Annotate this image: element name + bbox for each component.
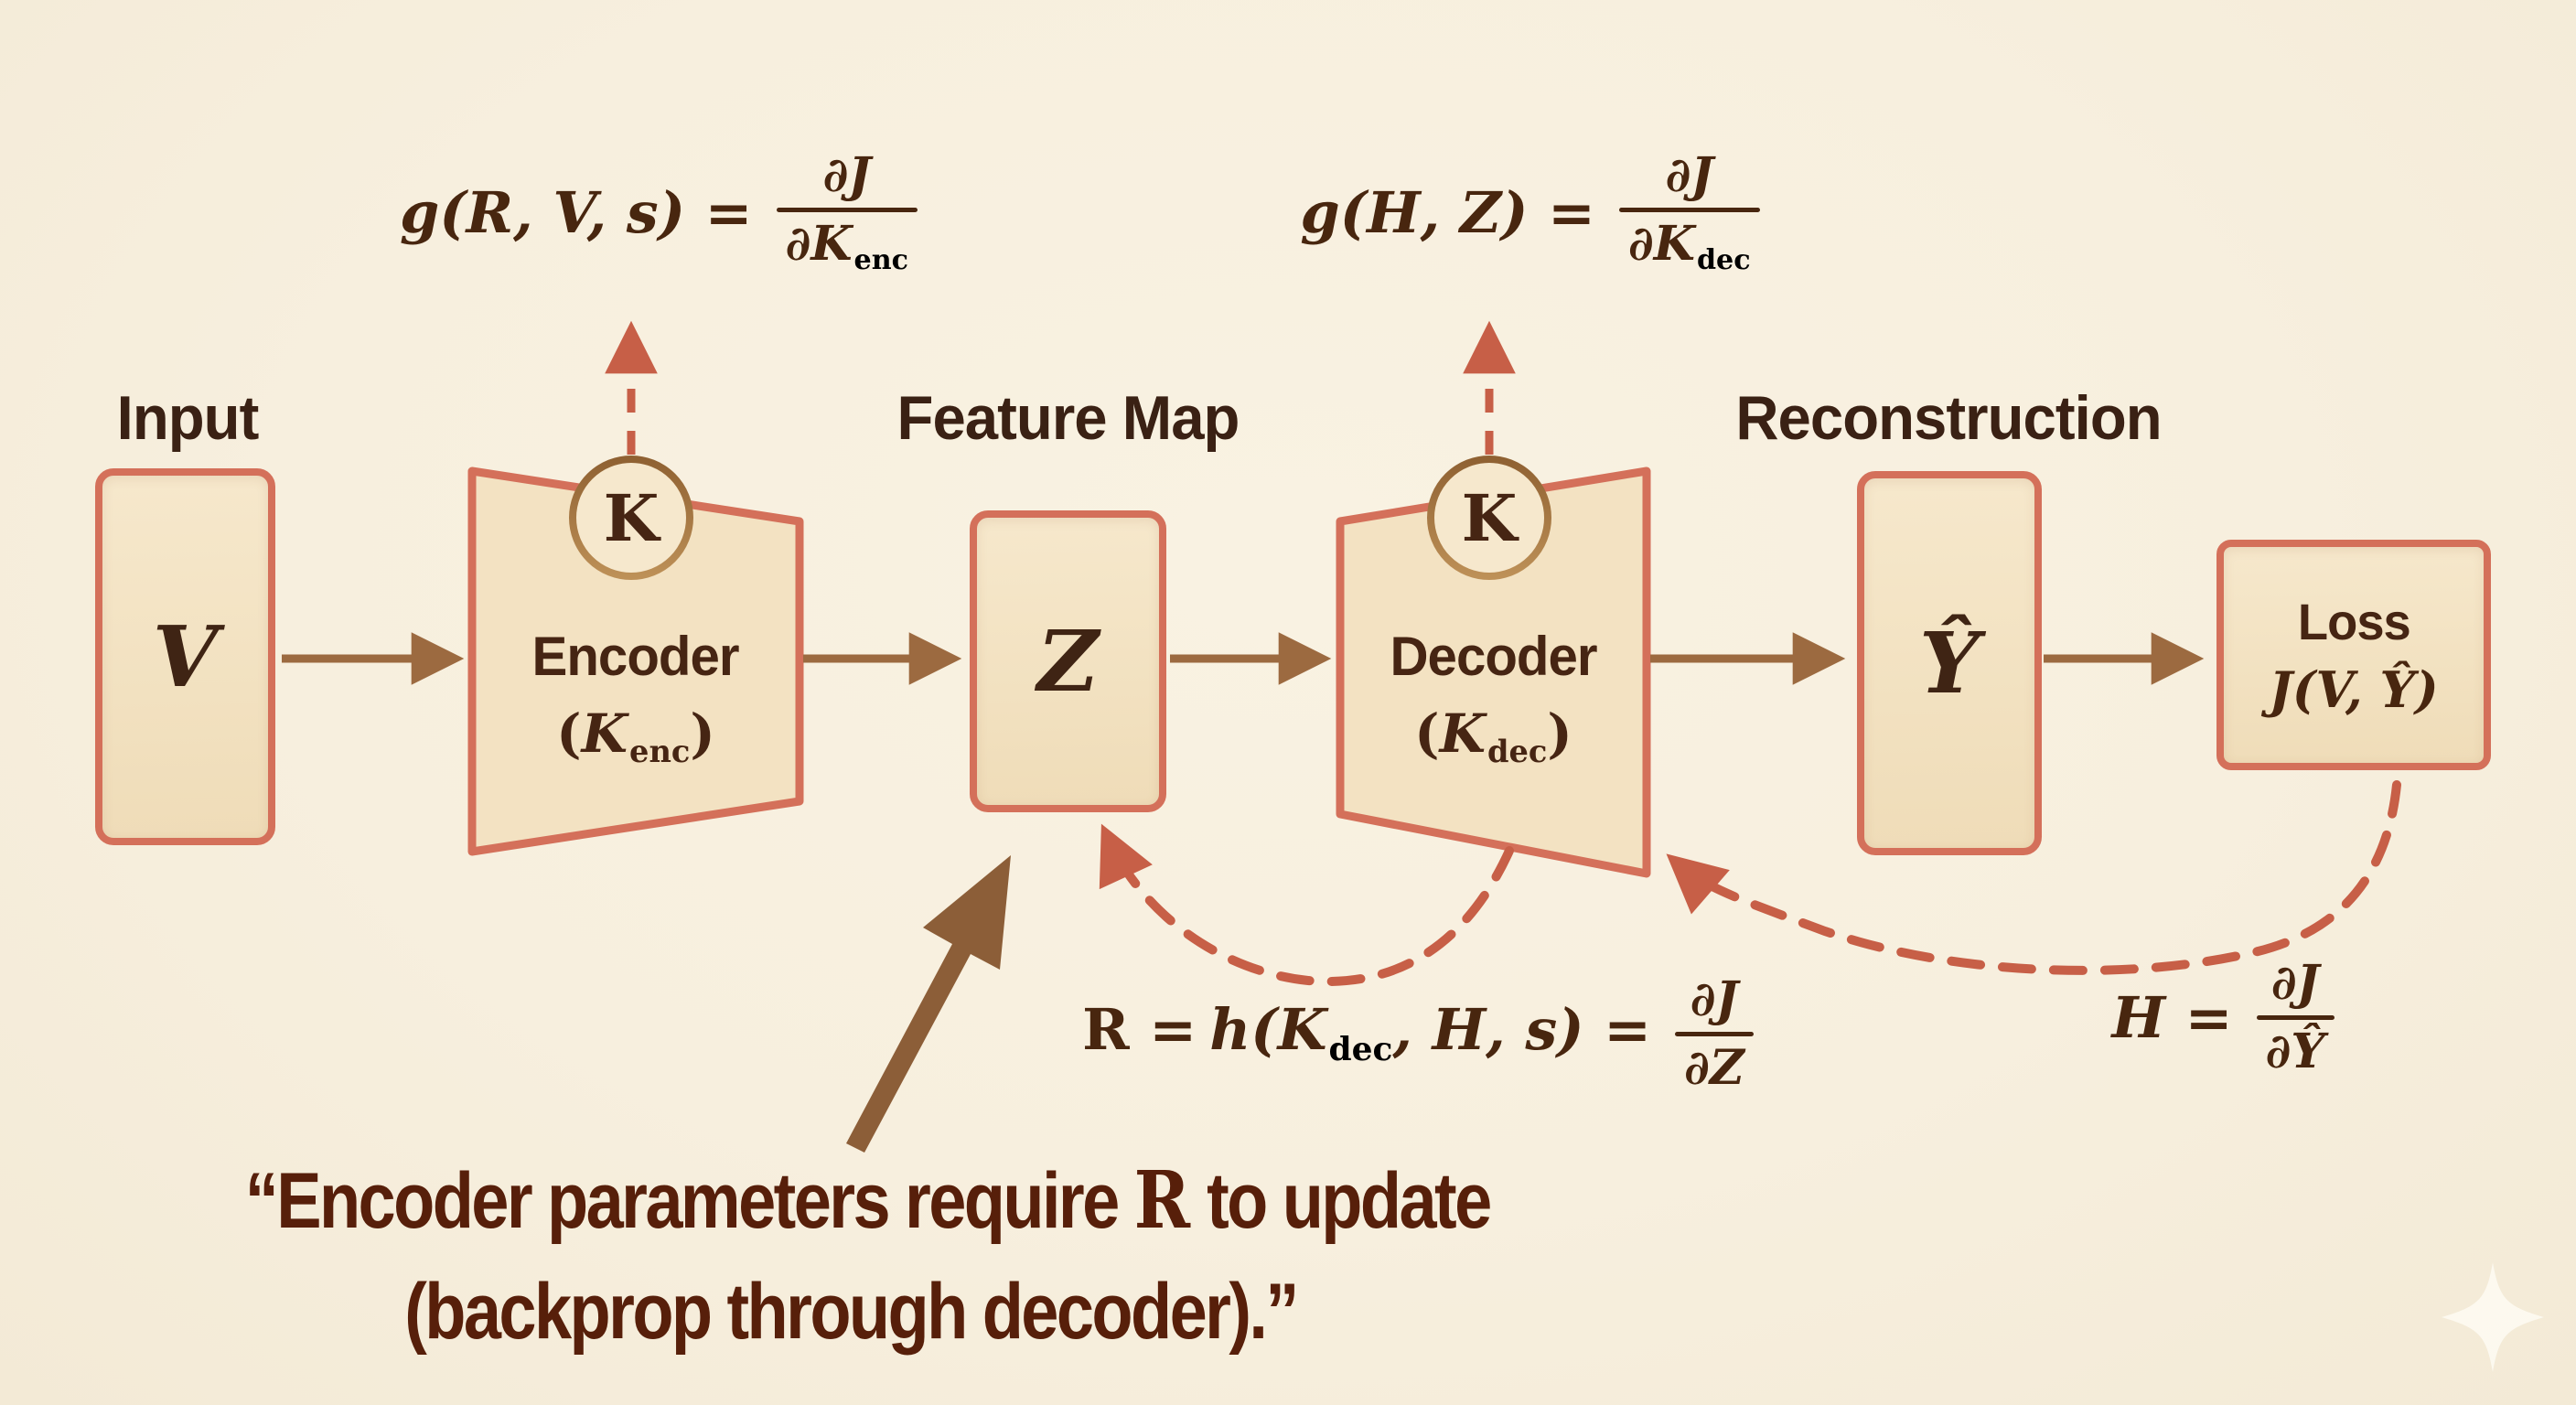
input-label: Input <box>116 383 260 453</box>
numerator: ∂J <box>2270 954 2320 1011</box>
input-symbol: V <box>152 607 219 706</box>
formula-decoder-grad: g(H, Z) = ∂J ∂Kdec <box>1281 128 1779 297</box>
formula-feature-grad-lhs: R =h(Kdec, H, s) = <box>1082 1002 1651 1066</box>
caption: “Encoder parameters require R to update … <box>146 1154 1555 1357</box>
numerator: ∂J <box>1665 146 1713 203</box>
decoder-param: (Kdec) <box>1414 702 1572 769</box>
decoder-kernel-badge: K <box>1461 479 1518 556</box>
feature-map-symbol: Z <box>1036 612 1100 711</box>
fraction-bar <box>1675 1032 1754 1036</box>
caption-line1-post: to update <box>1190 1157 1492 1245</box>
decoder-param-close: ) <box>1547 702 1572 766</box>
fraction-bar <box>776 207 918 212</box>
formula-decoder-grad-lhs: g(H, Z) = <box>1300 178 1595 246</box>
encoder-param-k: K <box>581 702 628 766</box>
encoder-kernel-circle <box>569 456 693 580</box>
formula-recon-grad: H = ∂J ∂Ŷ <box>2063 928 2383 1107</box>
formula-decoder-grad-fraction: ∂J ∂Kdec <box>1618 146 1760 276</box>
decoder-param-sub: dec <box>1487 732 1548 769</box>
loss-formula: J(V, Ŷ) <box>2269 660 2439 719</box>
denominator: ∂K <box>785 215 853 272</box>
denominator: ∂Ŷ <box>2265 1024 2325 1079</box>
lhs-R: R = <box>1082 996 1197 1064</box>
encoder-param-sub: enc <box>629 732 691 769</box>
decoder-kernel-circle <box>1427 456 1551 580</box>
numerator: ∂J <box>822 146 871 203</box>
caption-line1-math: R <box>1133 1154 1191 1247</box>
denominator-sub: dec <box>1696 243 1751 276</box>
loss-title: Loss <box>2297 592 2411 650</box>
fraction-bar <box>1618 207 1760 212</box>
sparkle-icon <box>2442 1262 2544 1372</box>
formula-recon-grad-lhs: H = <box>2111 983 2233 1051</box>
backprop-curve-loss-to-decoder <box>1666 780 2401 975</box>
reconstruction-block: Ŷ <box>1857 471 2042 855</box>
formula-recon-grad-fraction: ∂J ∂Ŷ <box>2256 954 2334 1079</box>
encoder-param-open: ( <box>556 702 582 766</box>
feature-map-block: Z <box>970 510 1166 812</box>
lhs-rest: , H, s) = <box>1392 996 1652 1064</box>
reconstruction-label: Reconstruction <box>1735 383 2162 453</box>
reconstruction-symbol: Ŷ <box>1919 614 1980 713</box>
denominator: ∂K <box>1627 215 1695 272</box>
formula-encoder-grad: g(R, V, s) = ∂J ∂Kenc <box>384 128 933 297</box>
decoder-param-open: ( <box>1414 702 1440 766</box>
fraction-bar <box>2256 1015 2334 1020</box>
denominator-sub: enc <box>853 243 909 276</box>
formula-encoder-grad-fraction: ∂J ∂Kenc <box>776 146 918 276</box>
caption-annotation-arrow <box>846 855 1011 1153</box>
backprop-curve-decoder-to-feature <box>1099 823 1514 986</box>
formula-encoder-grad-lhs: g(R, V, s) = <box>399 178 753 246</box>
lhs-sub: dec <box>1328 1029 1393 1068</box>
encoder-kernel-badge: K <box>603 479 660 556</box>
decoder-param-k: K <box>1439 702 1487 766</box>
loss-block: Loss J(V, Ŷ) <box>2216 540 2491 770</box>
encoder-param: (Kenc) <box>556 702 715 769</box>
lhs-h: h(K <box>1209 996 1327 1064</box>
encoder-text: Encoder (Kenc) <box>476 606 796 788</box>
encoder-param-close: ) <box>690 702 715 766</box>
decoder-title: Decoder <box>1390 626 1597 688</box>
numerator: ∂J <box>1690 971 1739 1027</box>
decoder-text: Decoder (Kdec) <box>1336 606 1651 788</box>
formula-feature-grad-fraction: ∂J ∂Z <box>1675 971 1754 1096</box>
denominator: ∂Z <box>1684 1040 1744 1096</box>
caption-line-1: “Encoder parameters require R to update <box>244 1154 1492 1247</box>
input-block: V <box>95 468 275 845</box>
encoder-title: Encoder <box>531 626 740 688</box>
formula-feature-grad: R =h(Kdec, H, s) = ∂J ∂Z <box>1061 940 1775 1128</box>
caption-line1-pre: “Encoder parameters require <box>244 1157 1134 1245</box>
feature-map-label: Feature Map <box>896 383 1240 453</box>
caption-line-2: (backprop through decoder).” <box>404 1268 1299 1356</box>
decoder-shape <box>1336 467 1651 878</box>
